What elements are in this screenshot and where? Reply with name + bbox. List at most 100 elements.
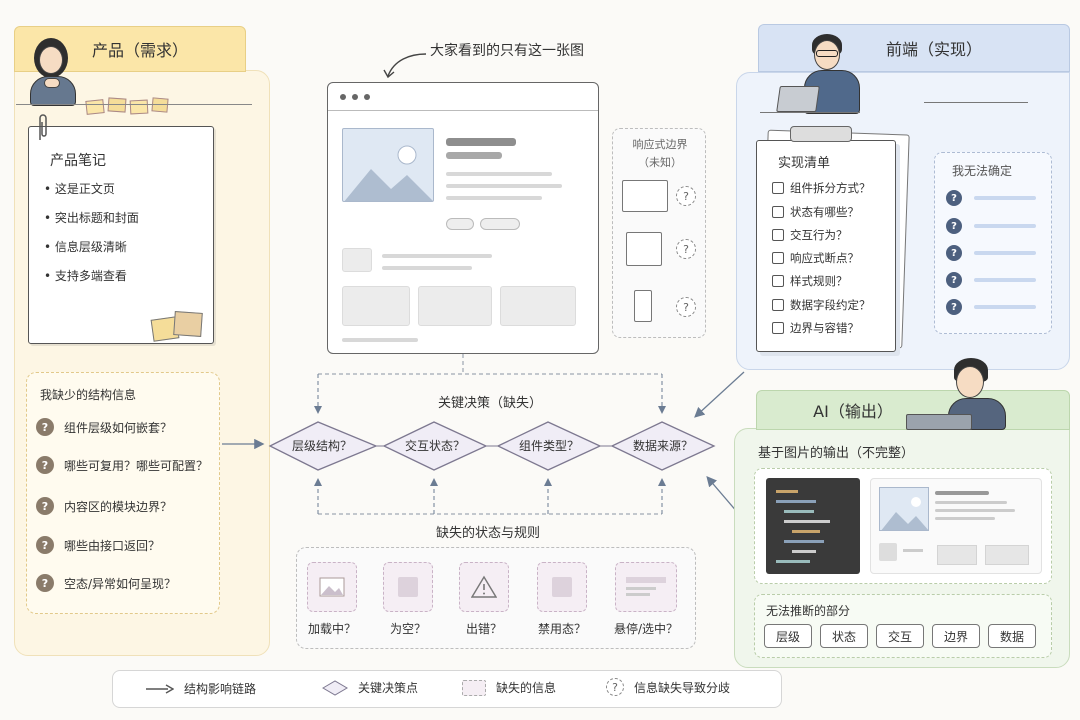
checkbox-icon bbox=[772, 182, 784, 194]
question-item: ?空态/异常如何呈现？ bbox=[36, 574, 176, 592]
desktop-frame-icon bbox=[622, 180, 668, 212]
empty-box-icon bbox=[383, 562, 433, 612]
checkbox-icon bbox=[772, 299, 784, 311]
title-bar-placeholder bbox=[446, 138, 516, 146]
question-icon: ? bbox=[946, 190, 962, 206]
question-label: 空态/异常如何呈现？ bbox=[64, 576, 177, 591]
question-item: ?组件层级如何嵌套？ bbox=[36, 418, 172, 436]
decision-node-label: 组件类型？ bbox=[519, 439, 579, 453]
checklist-item: 数据字段约定？ bbox=[772, 297, 871, 313]
divider-line bbox=[924, 102, 1028, 103]
note-item: • 信息层级清晰 bbox=[44, 240, 127, 254]
checklist-item: 样式规则？ bbox=[772, 273, 848, 289]
checklist-item: 组件拆分方式？ bbox=[772, 180, 871, 196]
warning-icon bbox=[459, 562, 509, 612]
legend-item-missing: 缺失的信息 bbox=[462, 679, 556, 696]
question-label: 哪些由接口返回？ bbox=[64, 538, 161, 553]
subtitle-bar-placeholder bbox=[446, 152, 502, 159]
ai-header-label: AI（输出） bbox=[813, 402, 893, 421]
decision-node-label: 交互状态？ bbox=[405, 438, 465, 453]
diamond-icon bbox=[322, 679, 348, 696]
arrow-icon bbox=[146, 683, 174, 694]
cannot-infer-tag: 交互 bbox=[876, 624, 924, 648]
unsure-row: ? bbox=[946, 218, 1036, 234]
state-label: 悬停/选中？ bbox=[613, 622, 679, 636]
note-item: • 支持多端查看 bbox=[44, 269, 127, 283]
laptop-icon bbox=[906, 414, 972, 430]
checklist-item: 响应式断点？ bbox=[772, 250, 859, 266]
ai-person-illustration bbox=[940, 356, 1010, 430]
card-placeholder bbox=[500, 286, 576, 326]
state-label: 加载中？ bbox=[307, 622, 356, 636]
state-label: 出错？ bbox=[465, 622, 502, 636]
product-person-illustration bbox=[28, 38, 80, 108]
checkbox-icon bbox=[772, 229, 784, 241]
decision-diamond bbox=[610, 421, 716, 471]
question-icon: ? bbox=[676, 239, 696, 259]
decision-node-label: 层级结构？ bbox=[292, 438, 352, 453]
question-icon: ? bbox=[676, 186, 696, 206]
code-editor-preview bbox=[766, 478, 860, 574]
question-icon: ? bbox=[606, 678, 624, 696]
checkbox-icon bbox=[772, 252, 784, 264]
question-icon: ? bbox=[946, 218, 962, 234]
checkbox-icon bbox=[772, 206, 784, 218]
rendered-preview bbox=[870, 478, 1042, 574]
question-item: ? 哪些由接口返回？ bbox=[36, 536, 160, 554]
product-header-label: 产品（需求） bbox=[91, 41, 188, 60]
ai-output-title: 基于图片的输出（不完整） bbox=[758, 446, 915, 461]
frontend-header: 前端（实现） bbox=[758, 24, 1070, 72]
decision-node-label: 数据来源？ bbox=[633, 438, 693, 453]
question-icon: ? bbox=[946, 245, 962, 261]
note-title: 产品笔记 bbox=[50, 153, 106, 169]
unsure-row: ? bbox=[946, 272, 1036, 288]
question-icon: ? bbox=[36, 456, 54, 474]
legend-item-decision: 关键决策点 bbox=[322, 679, 418, 696]
state-loading: 加载中？ bbox=[296, 562, 368, 637]
text-line-placeholder bbox=[382, 254, 492, 258]
question-icon: ? bbox=[676, 297, 696, 317]
image-loading-icon bbox=[307, 562, 357, 612]
cannot-infer-tag: 数据 bbox=[988, 624, 1036, 648]
card-placeholder bbox=[342, 286, 410, 326]
question-label: 内容区的模块边界？ bbox=[64, 499, 173, 514]
footer-line-placeholder bbox=[342, 338, 418, 342]
legend-bar bbox=[112, 670, 782, 708]
question-icon: ? bbox=[946, 272, 962, 288]
note-item: • 这是正文页 bbox=[44, 182, 115, 196]
checklist-item: 交互行为？ bbox=[772, 227, 848, 243]
note-item: • 突出标题和封面 bbox=[44, 211, 139, 225]
state-label: 禁用态？ bbox=[537, 622, 586, 636]
text-line-placeholder bbox=[446, 172, 552, 176]
checklist-item: 边界与容错？ bbox=[772, 320, 859, 336]
checkbox-icon bbox=[772, 322, 784, 334]
pill-button-placeholder bbox=[480, 218, 520, 230]
cannot-infer-tag: 层级 bbox=[764, 624, 812, 648]
missing-structure-box bbox=[26, 372, 220, 614]
image-placeholder-icon bbox=[879, 487, 929, 531]
tablet-frame-icon bbox=[626, 232, 662, 266]
text-line-placeholder bbox=[382, 266, 472, 270]
list-selection-icon bbox=[615, 562, 677, 612]
dashed-box-icon bbox=[462, 679, 486, 696]
question-label: 哪些可复用？哪些可配置？ bbox=[64, 458, 209, 473]
card-placeholder bbox=[418, 286, 492, 326]
legend-item-flow: 结构影响链路 bbox=[146, 680, 256, 697]
laptop-icon bbox=[776, 86, 820, 112]
question-icon: ? bbox=[946, 299, 962, 315]
image-placeholder-icon bbox=[342, 128, 434, 202]
unsure-row: ? bbox=[946, 245, 1036, 261]
unsure-row: ? bbox=[946, 299, 1036, 315]
question-item: ?内容区的模块边界？ bbox=[36, 497, 172, 515]
legend-item-divergence: ? 信息缺失导致分歧 bbox=[606, 678, 730, 696]
checkbox-icon bbox=[772, 275, 784, 287]
missing-structure-title: 我缺少的结构信息 bbox=[40, 388, 137, 402]
question-label: 组件层级如何嵌套？ bbox=[64, 420, 173, 435]
question-icon: ? bbox=[36, 536, 54, 554]
state-error: 出错？ bbox=[448, 562, 520, 637]
question-item: ? 哪些可复用？哪些可配置？ bbox=[36, 456, 208, 474]
cannot-infer-tag: 状态 bbox=[820, 624, 868, 648]
text-line-placeholder bbox=[446, 196, 542, 200]
state-hover-selected: 悬停/选中？ bbox=[610, 562, 682, 637]
cannot-infer-tag: 边界 bbox=[932, 624, 980, 648]
